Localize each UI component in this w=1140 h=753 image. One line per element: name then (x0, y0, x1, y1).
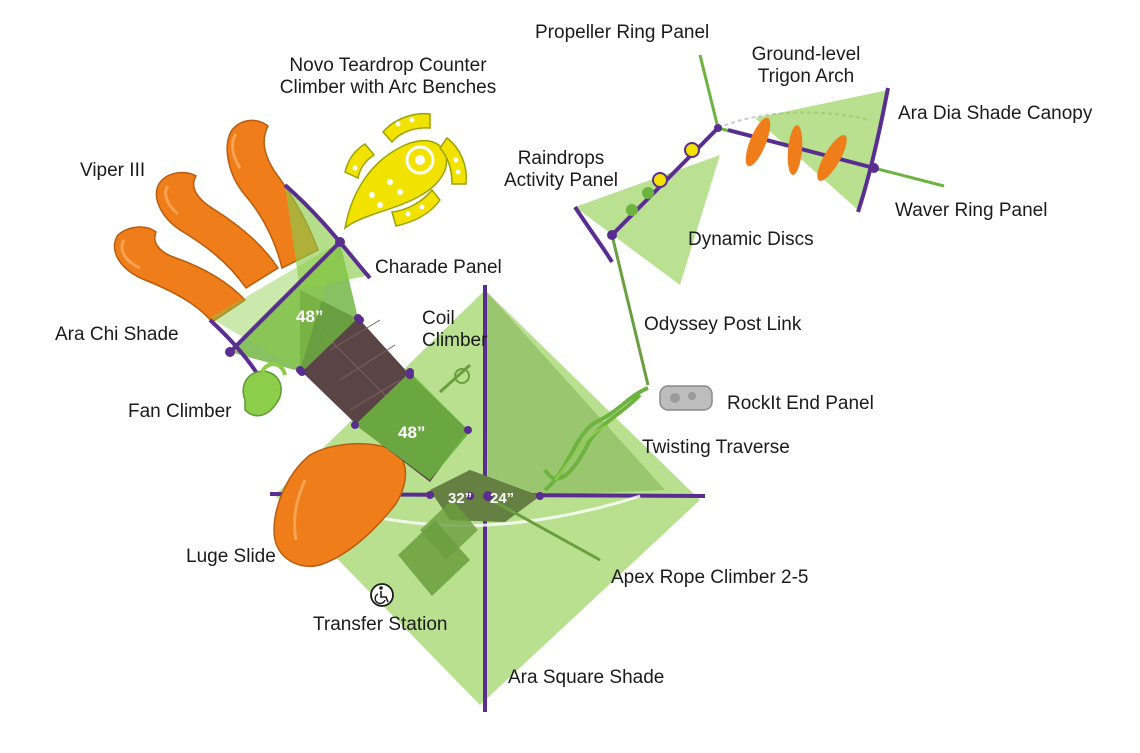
label-charade-panel: Charade Panel (375, 257, 502, 278)
lower-left-deck-height: 32” (448, 490, 472, 507)
arc-bench (344, 143, 376, 180)
raindrops-dynamic-discs (573, 126, 720, 285)
wheelchair-icon (370, 583, 394, 607)
label-ara-dia-shade: Ara Dia Shade Canopy (898, 103, 1093, 124)
rockit-end-panel (659, 385, 713, 411)
coil-climber (438, 363, 472, 394)
fan-climber (242, 362, 287, 417)
upper-deck-height: 48” (296, 307, 323, 326)
odyssey-post-link (610, 234, 650, 386)
label-transfer-station: Transfer Station (313, 614, 448, 635)
trigon-post (745, 117, 771, 167)
ara-chi-shade (208, 183, 372, 401)
label-viper: Viper III (80, 160, 146, 181)
trigon-arch-dia-shade (698, 54, 945, 213)
label-ara-square-shade: Ara Square Shade (508, 667, 665, 688)
support-posts (296, 316, 493, 501)
label-fan-climber: Fan Climber (128, 401, 232, 422)
label-trigon-arch: Ground-level Trigon Arch (751, 44, 861, 87)
transfer-station-steps (398, 500, 478, 596)
label-rockit-end-panel: RockIt End Panel (727, 393, 874, 414)
trigon-post (787, 125, 803, 175)
label-waver-ring-panel: Waver Ring Panel (895, 200, 1048, 221)
arc-bench (382, 112, 431, 144)
label-luge-slide: Luge Slide (186, 546, 276, 567)
label-twisting-traverse: Twisting Traverse (642, 437, 790, 458)
label-novo-teardrop: Novo Teardrop Counter Climber with Arc B… (279, 55, 497, 98)
label-ara-chi-shade: Ara Chi Shade (55, 324, 179, 345)
label-coil-climber: Coil Climber (422, 308, 488, 351)
middle-deck-height: 48” (398, 423, 425, 442)
apex-rope-climber (487, 496, 601, 562)
twisting-traverse (543, 386, 649, 492)
trigon-post (817, 135, 847, 181)
label-dynamic-discs: Dynamic Discs (688, 229, 814, 250)
arc-bench (391, 188, 441, 227)
novo-teardrop-climber (343, 112, 468, 230)
label-apex-rope-climber: Apex Rope Climber 2-5 (611, 567, 809, 588)
label-propeller-ring-panel: Propeller Ring Panel (535, 22, 710, 43)
lower-right-deck-height: 24” (490, 490, 514, 507)
label-raindrops-panel: Raindrops Activity Panel (503, 148, 619, 191)
label-odyssey-post-link: Odyssey Post Link (644, 314, 802, 335)
